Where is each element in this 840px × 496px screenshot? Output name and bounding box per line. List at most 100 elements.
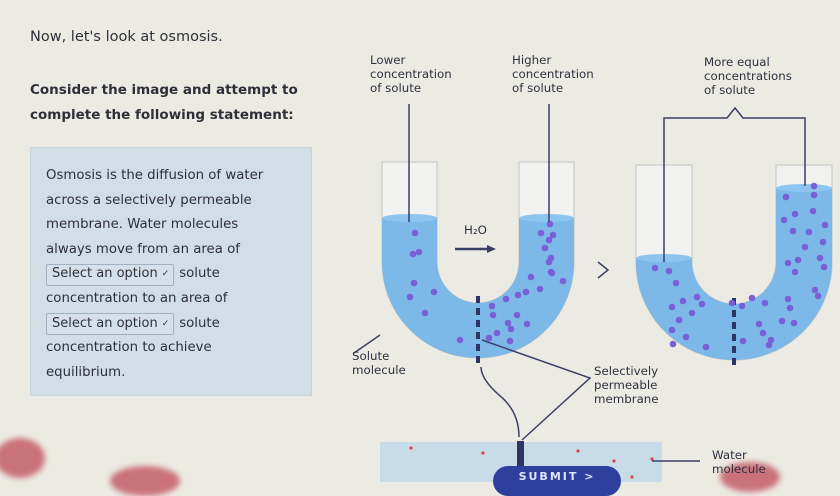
question-text: solute [179,266,220,282]
water-molecule [630,475,634,479]
question-text: membrane. Water molecules [46,217,239,233]
question-text: Osmosis is the diffusion of water [46,168,264,183]
solute-molecule [767,336,775,344]
solute-molecule [789,227,797,235]
solute-molecule [651,264,659,272]
question-text: always move from an area of [46,241,240,257]
question-box: Osmosis is the diffusion of water across… [30,147,312,396]
solute-molecule [809,207,817,215]
solute-molecule [791,268,799,276]
solute-molecule [698,300,706,308]
solute-molecule [816,254,824,262]
water-molecule [650,457,654,461]
solute-molecule [536,285,544,293]
solute-molecule [415,248,423,256]
membrane [476,296,480,303]
submit-button[interactable]: SUBMIT > [493,466,621,496]
solute-molecule [739,337,747,345]
solute-molecule [514,291,522,299]
solute-molecule [801,243,809,251]
solute-molecule [784,295,792,303]
decorative-blob [0,438,45,478]
solute-molecule [778,317,786,325]
water-surface [776,184,832,192]
solute-molecule [456,336,464,344]
decorative-blob [110,466,180,496]
solute-molecule [488,302,496,310]
solute-molecule [493,329,501,337]
solute-molecule [523,320,531,328]
solute-molecule [489,311,497,319]
question-text: concentration to an area of [46,290,228,306]
water-fill [636,188,832,360]
solute-molecule [782,193,790,201]
solute-molecule [410,279,418,287]
membrane [732,346,736,353]
solute-molecule [679,297,687,305]
question-text: equilibrium. [46,364,126,380]
solute-molecule [761,299,769,307]
solute-molecule [545,236,553,244]
solute-molecule [821,221,829,229]
solute-molecule [506,337,514,345]
solute-molecule [748,294,756,302]
solute-molecule [810,182,818,190]
solute-molecule [430,288,438,296]
label-h2o: H₂O [464,223,487,237]
question-text: concentration to achieve [46,340,212,356]
solute-molecule [502,295,510,303]
next-step-chevron [597,261,610,279]
h2o-arrow [455,245,496,253]
solute-molecule [549,231,557,239]
water-molecule [481,451,485,455]
solute-molecule [669,340,677,348]
solute-molecule [545,258,553,266]
question-text: across a selectively permeable [46,192,252,208]
solute-molecule [805,228,813,236]
solute-molecule [513,311,521,319]
select-label: Select an option [52,266,158,282]
solute-molecule [682,333,690,341]
instruction: Consider the image and attempt to comple… [30,78,330,128]
question-text: solute [179,315,220,331]
chevron-down-icon: ✓ [161,318,170,329]
solute-molecule [780,216,788,224]
membrane [732,358,736,365]
water-molecule [576,449,580,453]
solute-molecule [541,244,549,252]
solute-molecule [755,320,763,328]
solute-molecule [820,263,828,271]
solute-molecule [819,238,827,246]
membrane [476,320,480,327]
solute-molecule [522,288,530,296]
solute-molecule [668,326,676,334]
solute-molecule [548,269,556,277]
solute-molecule [421,309,429,317]
solute-molecule [814,292,822,300]
chevron-down-icon: ✓ [161,269,170,280]
solute-molecule [688,309,696,317]
select-second-concentration[interactable]: Select an option✓ [46,312,175,335]
solute-molecule [790,319,798,327]
solute-molecule [559,277,567,285]
solute-molecule [546,220,554,228]
membrane [476,356,480,363]
solute-molecule [675,316,683,324]
solute-molecule [411,229,419,237]
instruction-line: Consider the image and attempt to [30,82,298,98]
select-first-concentration[interactable]: Select an option✓ [46,263,175,286]
solute-molecule [507,325,515,333]
membrane [732,334,736,341]
solute-molecule [668,303,676,311]
solute-molecule [485,334,493,342]
leader-lines [353,104,806,462]
solute-molecule [665,267,673,275]
solute-molecule [811,286,819,294]
solute-molecule [728,299,736,307]
osmosis-diagram [353,104,833,481]
membrane [732,310,736,317]
